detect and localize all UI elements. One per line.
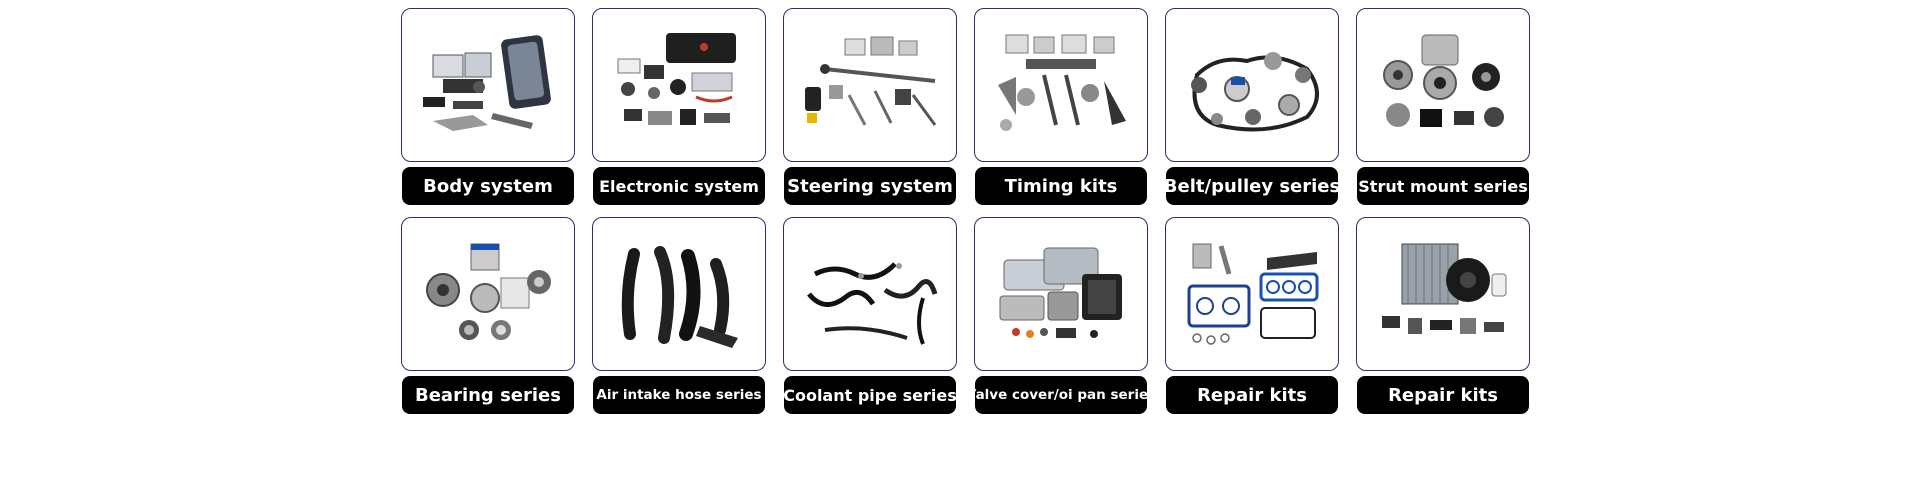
category-card-repair-kits-gaskets[interactable]: Repair kits (1164, 217, 1340, 414)
category-card-electronic-system[interactable]: Electronic system (591, 8, 767, 205)
category-label[interactable]: Belt/pulley series (1166, 167, 1338, 205)
body-parts-photo-icon (423, 35, 551, 131)
air-intake-hose-photo-icon (621, 246, 738, 348)
gasket-kit-photo-icon (1187, 243, 1319, 345)
category-label[interactable]: Steering system (784, 167, 956, 205)
category-label[interactable]: Body system (402, 167, 574, 205)
category-card-air-intake-hose-series[interactable]: Air intake hose series (591, 217, 767, 414)
timing-kit-photo-icon (998, 34, 1126, 131)
category-label[interactable]: Valve cover/oi pan series (975, 376, 1147, 414)
category-thumbnail[interactable] (401, 8, 575, 162)
valve-cover-photo-icon (999, 247, 1122, 338)
category-label[interactable]: Strut mount series (1357, 167, 1529, 205)
category-thumbnail[interactable] (783, 8, 957, 162)
belt-pulley-photo-icon (1191, 52, 1319, 132)
category-thumbnail[interactable] (974, 8, 1148, 162)
coolant-pipe-photo-icon (807, 262, 938, 345)
steering-parts-photo-icon (805, 36, 937, 126)
bearing-photo-icon (426, 243, 551, 340)
category-card-coolant-pipe-series[interactable]: Coolant pipe series (782, 217, 958, 414)
category-card-steering-system[interactable]: Steering system (782, 8, 958, 205)
strut-mount-photo-icon (1383, 34, 1504, 127)
category-label[interactable]: Repair kits (1166, 376, 1338, 414)
category-card-body-system[interactable]: Body system (400, 8, 576, 205)
category-label[interactable]: Air intake hose series (593, 376, 765, 414)
category-grid: Body system Electronic system (400, 8, 1532, 414)
category-card-strut-mount-series[interactable]: Strut mount series (1355, 8, 1531, 205)
category-label[interactable]: Bearing series (402, 376, 574, 414)
category-label[interactable]: Coolant pipe series (784, 376, 956, 414)
category-thumbnail[interactable] (592, 8, 766, 162)
category-label[interactable]: Repair kits (1357, 376, 1529, 414)
category-card-valve-cover-series[interactable]: Valve cover/oi pan series (973, 217, 1149, 414)
category-card-timing-kits[interactable]: Timing kits (973, 8, 1149, 205)
category-thumbnail[interactable] (1165, 217, 1339, 371)
category-thumbnail[interactable] (783, 217, 957, 371)
category-thumbnail[interactable] (592, 217, 766, 371)
category-thumbnail[interactable] (1165, 8, 1339, 162)
category-thumbnail[interactable] (974, 217, 1148, 371)
category-label[interactable]: Electronic system (593, 167, 765, 205)
category-thumbnail[interactable] (1356, 217, 1530, 371)
category-card-bearing-series[interactable]: Bearing series (400, 217, 576, 414)
electronic-parts-photo-icon (617, 33, 736, 125)
category-card-belt-pulley-series[interactable]: Belt/pulley series (1164, 8, 1340, 205)
category-label[interactable]: Timing kits (975, 167, 1147, 205)
radiator-kit-photo-icon (1382, 243, 1507, 334)
category-card-repair-kits-radiator[interactable]: Repair kits (1355, 217, 1531, 414)
category-thumbnail[interactable] (1356, 8, 1530, 162)
category-thumbnail[interactable] (401, 217, 575, 371)
